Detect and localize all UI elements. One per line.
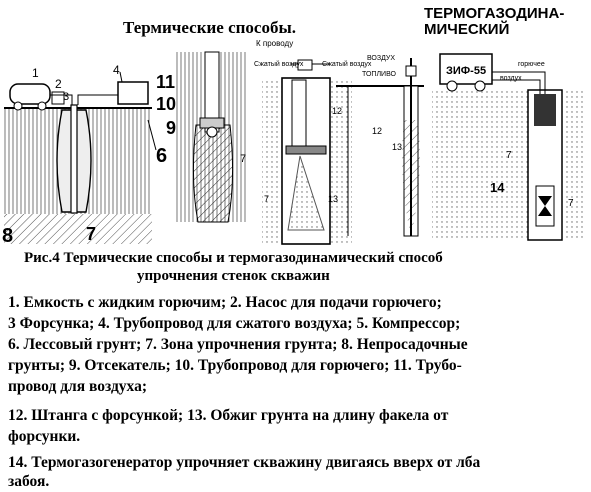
fig1-label-2: 2 [55,77,62,91]
fig4-label-fuel: ТОПЛИВО [362,71,396,78]
figure-5-thermogas-generator [432,53,586,241]
fig3-label-air-left: Сжатый воздух [254,60,304,68]
diagram-illustrations: 1 2 3 4 6 8 7 11 10 9 7 К проводу Сжатый… [2,39,586,247]
fig3-label-13: 13 [328,194,338,204]
figure-3-burner-rod [262,59,352,245]
legend-line-9: забоя. [8,473,50,490]
fig1-label-1: 1 [32,66,39,80]
fig2-label-9: 9 [166,118,176,138]
title-thermal-methods: Термические способы. [123,18,296,37]
fig1-label-6: 6 [156,145,167,167]
legend-line-6: 12. Штанга с форсункой; 13. Обжиг грунта… [8,407,449,424]
legend-line-8: 14. Термогазогенератор упрочняет скважин… [8,454,481,471]
legend-line-1: 1. Емкость с жидким горючим; 2. Насос дл… [8,294,442,311]
fig5-label-7-upper: 7 [506,150,512,161]
fig5-label-7-lower: 7 [568,198,574,209]
fig1-label-7: 7 [86,224,96,244]
fig4-label-air: ВОЗДУХ [367,55,395,62]
fig3-label-7: 7 [264,194,269,204]
legend-line-7: форсунки. [8,428,81,445]
fig3-label-12: 12 [332,106,342,116]
title-thermogas-line2: МИЧЕСКИЙ [424,21,510,38]
fig1-label-3: 3 [63,91,69,103]
fig5-label-fuel: горючее [518,61,545,68]
fig2-label-10: 10 [156,94,176,114]
figure-1-thermal-firing [4,71,157,244]
figure-caption-line1: Рис.4 Термические способы и термогазодин… [24,250,443,266]
figure-caption-line2: упрочнения стенок скважин [137,268,330,284]
figure-4-rod-firing [336,58,424,237]
fig5-label-air: воздух [500,75,522,82]
fig3-label-to-wire: К проводу [256,39,293,48]
legend-line-2: 3 Форсунка; 4. Трубопровод для сжатого в… [8,315,461,332]
fig5-label-zif55: ЗИФ-55 [446,65,486,77]
title-thermogas-line1: ТЕРМОГАЗОДИНА- [424,5,565,22]
fig1-label-4: 4 [113,63,120,77]
fig3-label-air-right: Сжатый воздух [322,60,372,68]
fig4-label-13: 13 [392,142,402,152]
legend-line-4: грунты; 9. Отсекатель; 10. Трубопровод д… [8,357,462,374]
legend-line-5: провод для воздуха; [8,378,148,395]
fig1-label-8: 8 [2,225,13,247]
fig4-label-12: 12 [372,126,382,136]
fig2-label-11: 11 [156,72,175,92]
figure-2-cutoff-burner [176,51,248,223]
title-thermogas-dynamic: ТЕРМОГАЗОДИНА- МИЧЕСКИЙ [424,6,591,38]
fig2-label-7: 7 [240,153,246,165]
legend-line-3: 6. Лессовый грунт; 7. Зона упрочнения гр… [8,336,468,353]
fig5-label-14: 14 [490,180,505,195]
